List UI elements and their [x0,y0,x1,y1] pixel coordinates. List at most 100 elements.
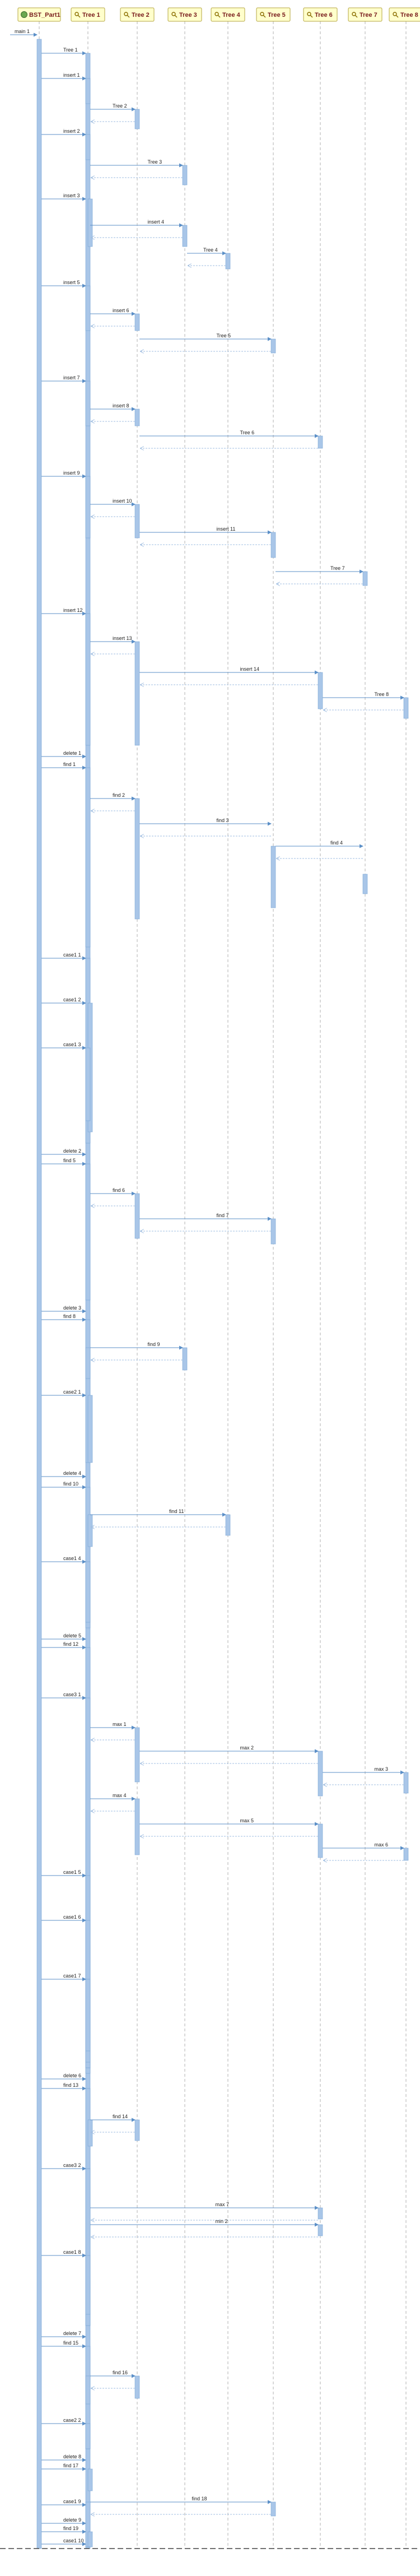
activation-bar [403,697,409,719]
message-label: find 16 [113,2370,128,2375]
message-label: Tree 6 [240,430,255,435]
participant-tree-7[interactable]: Tree 7 [348,7,382,22]
message-label: Tree 7 [330,565,345,571]
message-find-11: find 11 [90,1509,226,1527]
message-label: max 4 [113,1793,127,1798]
message-label: min 2 [216,2218,228,2224]
message-case1-7: case1 7 [41,1973,86,1981]
message-insert-12: insert 12 [41,607,86,616]
activation-bar [134,2375,140,2399]
activation-bar [85,1347,91,1379]
message-label: find 11 [169,1509,184,1514]
activation-bar [403,1848,409,1861]
participant-tree-2[interactable]: Tree 2 [120,7,155,22]
message-label: case2 2 [63,2417,81,2423]
message-label: case1 2 [63,997,81,1002]
message-find-4: find 4 [276,840,363,858]
participant-tree-4[interactable]: Tree 4 [211,7,245,22]
activation-bar [318,1751,323,1797]
message-label: max 2 [240,1745,254,1751]
message-label: insert 14 [240,666,260,672]
message-label: insert 1 [63,72,80,78]
participant-tree-3[interactable]: Tree 3 [167,7,202,22]
activation-bar [182,1347,188,1371]
message-max-6: max 6 [323,1842,404,1860]
participant-bst-part1[interactable]: BST_Part1 [17,7,61,22]
message-label: insert 7 [63,375,80,380]
message-label: case1 1 [63,952,81,958]
message-delete-4: delete 4 [41,1470,86,1479]
participant-label: Tree 8 [400,12,418,18]
message-label: insert 8 [113,403,129,409]
activation-bar [85,1487,91,1628]
message-label: delete 4 [63,1470,81,1476]
message-find-5: find 5 [41,1158,86,1166]
participant-tree-1[interactable]: Tree 1 [71,7,105,22]
message-insert-14: insert 14 [139,666,319,685]
message-label: find 17 [63,2463,78,2468]
message-label: find 2 [113,792,125,798]
message-find-6: find 6 [90,1187,136,1206]
message-tree-5: Tree 5 [139,333,272,351]
message-find-15: find 15 [41,2340,86,2348]
message-case1-6: case1 6 [41,1914,86,1923]
activation-bar [318,2207,323,2220]
message-find-17: find 17 [41,2463,86,2471]
activation-bar [85,134,91,160]
activation-bar [270,846,276,908]
key-icon [214,12,221,18]
key-icon [352,12,358,18]
message-label: case1 4 [63,1556,81,1561]
message-find-14: find 14 [90,2114,136,2132]
message-insert-1: insert 1 [41,72,86,81]
activation-bar [87,2119,93,2147]
participant-tree-8[interactable]: Tree 8 [389,7,420,22]
activation-bar [134,1727,140,1783]
message-label: find 12 [63,1641,78,1647]
message-label: find 6 [113,1187,125,1193]
activation-bar [85,2168,91,2326]
activation-bar [87,1514,93,1547]
message-case1-10: case1 10 [41,2538,86,2546]
activation-bar [134,1798,140,1855]
activation-bar [85,1047,91,1121]
activation-bar [134,798,140,920]
key-icon [260,12,266,18]
message-label: find 19 [63,2526,78,2531]
activation-bar [225,1514,231,1536]
message-label: find 1 [63,762,76,767]
message-label: case1 10 [63,2538,84,2543]
activation-bar [85,2375,91,2405]
message-delete-2: delete 2 [41,1148,86,1157]
message-label: Tree 5 [217,333,231,338]
message-insert-10: insert 10 [90,498,136,517]
class-icon [21,11,27,18]
message-tree-7: Tree 7 [276,565,363,584]
participant-label: Tree 3 [179,12,197,18]
activation-bar [318,435,323,449]
message-label: delete 6 [63,2073,81,2078]
activation-bar [318,1823,323,1858]
message-find-19: find 19 [41,2526,86,2534]
participant-tree-5[interactable]: Tree 5 [256,7,291,22]
activation-bar [85,476,91,539]
activation-bar [182,165,188,185]
activation-bar [85,2255,91,2315]
message-tree-6: Tree 6 [139,430,319,448]
message-label: find 9 [148,1342,160,1347]
message-label: find 15 [63,2340,78,2346]
message-label: insert 5 [63,280,80,285]
message-label: case3 2 [63,2162,81,2168]
message-label: case1 8 [63,2249,81,2255]
participant-tree-6[interactable]: Tree 6 [303,7,338,22]
message-label: main 1 [15,29,30,34]
activation-bar [85,1561,91,1623]
message-case1-3: case1 3 [41,1042,86,1050]
activation-bar [85,2423,91,2449]
activation-bar [85,285,91,331]
message-delete-8: delete 8 [41,2454,86,2462]
activation-bar [134,313,140,331]
message-label: insert 4 [148,219,165,225]
message-case1-1: case1 1 [41,952,86,960]
